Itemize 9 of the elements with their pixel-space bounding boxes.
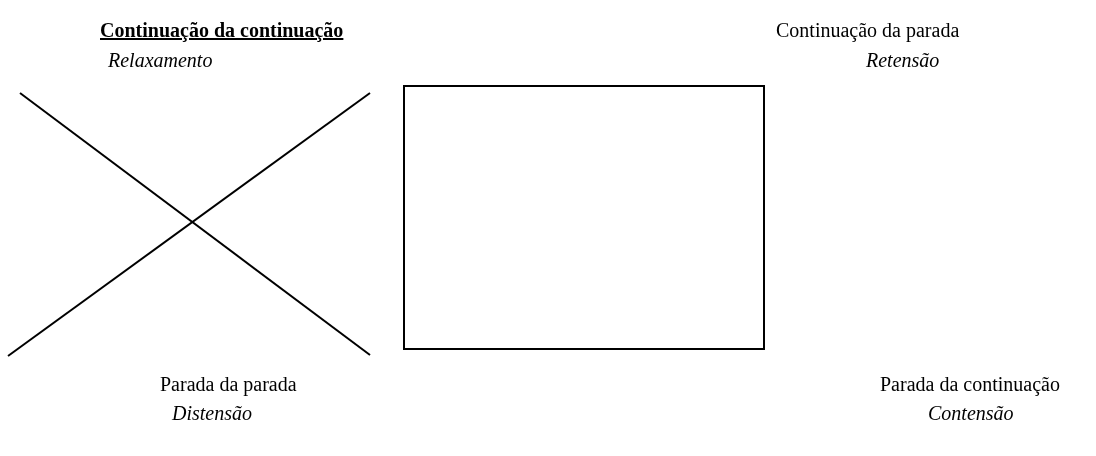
heading-text: Continuação da continuação [100,18,344,42]
term-label: Relaxamento [108,48,213,72]
term-label: Retensão [866,48,940,72]
corner-label: Continuação da parada [776,18,960,42]
empty-box [403,85,765,350]
term-label: Distensão [172,401,252,425]
corner-label: Parada da parada [160,372,297,396]
corner-label: Parada da continuação [880,372,1060,396]
term-label: Contensão [928,401,1014,425]
